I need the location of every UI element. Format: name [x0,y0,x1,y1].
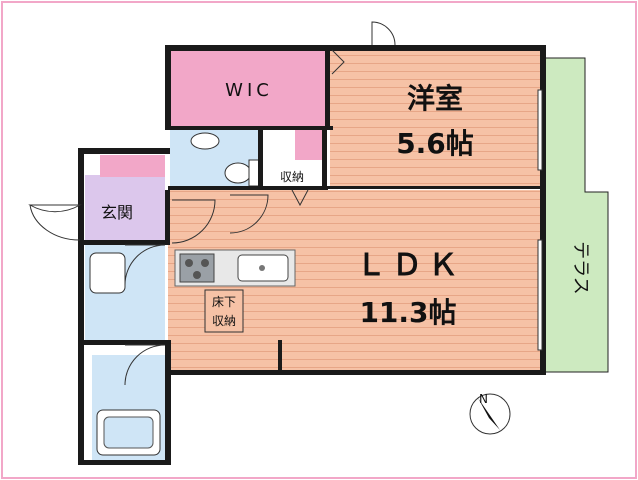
compass-icon: N [469,392,511,435]
storage-room [262,163,322,189]
window-lower [537,239,543,351]
entrance-room [85,175,165,240]
underfloor-storage-label-1: 床下 [212,295,236,309]
doors [28,21,396,386]
bathtub-inner [103,416,154,449]
walls [78,45,546,465]
compass-north-label: N [479,392,488,406]
western-room-size: 5.6帖 [396,127,474,160]
ldk-size: 11.3帖 [359,296,456,329]
underfloor-storage-box [204,289,244,333]
toilet-icon [224,162,252,184]
underfloor-storage-label-2: 収納 [212,314,236,328]
terrace-area [544,57,609,373]
western-room-floor [330,50,540,188]
window-upper [537,89,543,171]
laundry-basin-icon [89,252,126,294]
burner-2 [201,259,209,267]
burner-1 [185,259,193,267]
terrace-label: テラス [570,241,591,295]
storage-pink-block [295,130,325,160]
terrace-label-text: テラス [570,241,591,295]
ldk-label: ＬＤＫ [356,248,464,283]
basin-icon [190,132,220,150]
entrance-label: 玄関 [101,203,133,222]
western-room-label: 洋室 [407,82,463,115]
sink-drain [259,265,265,271]
burner-3 [193,271,201,279]
toilet-tank [248,159,260,187]
wic-room [168,50,330,126]
storage-label: 収納 [280,170,304,184]
shoe-cabinet [100,155,165,177]
wic-label: WIC [225,80,273,101]
